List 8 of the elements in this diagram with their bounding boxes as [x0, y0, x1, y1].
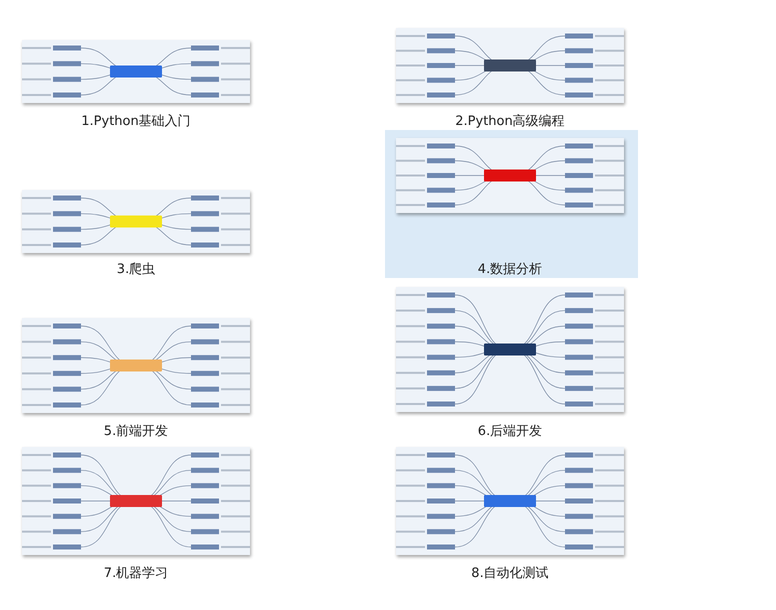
caption: 1.Python基础入门 [80, 113, 192, 130]
caption: 3.爬虫 [116, 261, 156, 278]
caption: 2.Python高级编程 [454, 113, 566, 130]
caption: 8.自动化测试 [470, 565, 550, 582]
caption: 4.数据分析 [476, 261, 544, 278]
caption: 6.后端开发 [476, 423, 544, 440]
caption: 5.前端开发 [102, 423, 170, 440]
caption: 7.机器学习 [102, 565, 170, 582]
